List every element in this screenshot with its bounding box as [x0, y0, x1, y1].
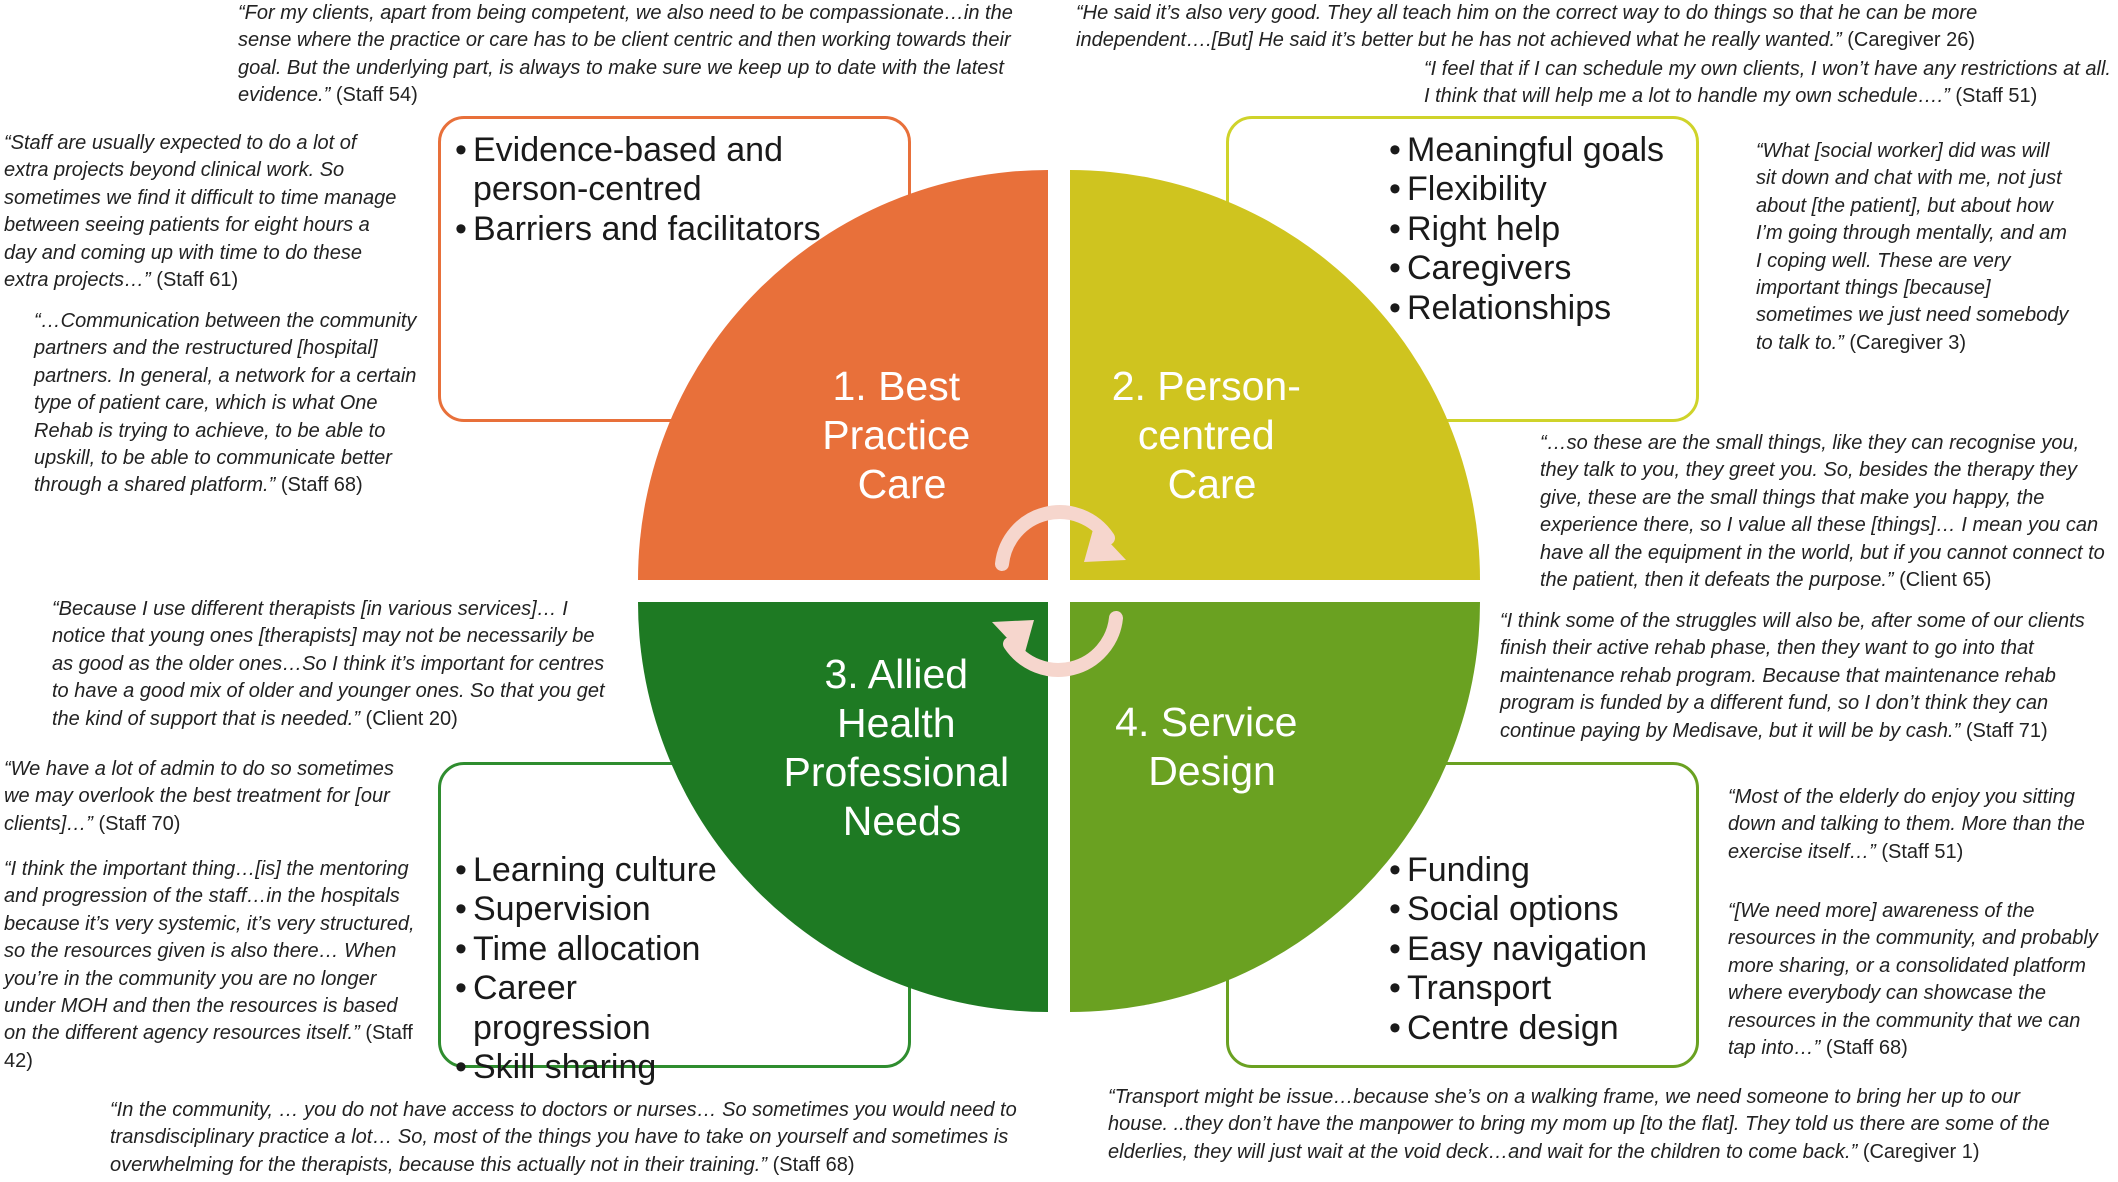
quote-staff-68-community: “In the community, … you do not have acc… [110, 1097, 1060, 1179]
quote-attribution: (Staff 68) [1825, 1036, 1908, 1059]
person-centred-list: Meaningful goals Flexibility Right help … [1389, 131, 1689, 328]
list-item: Right help [1389, 210, 1689, 249]
quote-text: “…so these are the small things, like th… [1540, 432, 2105, 591]
quadrant-label-service-design: 4. Service Design [1115, 699, 1309, 794]
quote-staff-42: “I think the important thing…[is] the me… [4, 856, 424, 1075]
quote-text: “In the community, … you do not have acc… [110, 1099, 1017, 1176]
list-item: Time allocation [455, 930, 755, 969]
quote-caregiver-3: “What [social worker] did was will sit d… [1756, 138, 2070, 357]
list-item: Learning culture [455, 851, 755, 890]
list-item: Meaningful goals [1389, 131, 1689, 170]
quote-text: “Staff are usually expected to do a lot … [4, 132, 397, 291]
list-item: Skill sharing [455, 1048, 755, 1087]
list-item: Easy navigation [1389, 930, 1689, 969]
quote-attribution: (Staff 42) [4, 1022, 413, 1072]
quote-attribution: (Client 65) [1899, 568, 1992, 591]
list-item: Supervision [455, 890, 755, 929]
quote-attribution: (Staff 54) [335, 84, 418, 107]
list-item: Relationships [1389, 289, 1689, 328]
list-item: Evidence-based and person-centred [455, 131, 895, 210]
cycle-arrows-icon [992, 505, 1126, 677]
quote-attribution: (Staff 51) [1955, 85, 2038, 108]
quote-text: “I think the important thing…[is] the me… [4, 858, 415, 1045]
quadrant-label-best-practice: 1. Best Practice Care [822, 363, 982, 507]
quote-staff-68-resources: “[We need more] awareness of the resourc… [1728, 898, 2108, 1062]
quote-caregiver-1: “Transport might be issue…because she’s … [1108, 1084, 2068, 1166]
quote-text: “I think some of the struggles will also… [1500, 610, 2085, 742]
quote-attribution: (Caregiver 3) [1849, 331, 1967, 354]
list-item: Barriers and facilitators [455, 210, 895, 249]
quote-attribution: (Caregiver 26) [1847, 29, 1976, 52]
quote-caregiver-26: “He said it’s also very good. They all t… [1076, 0, 2006, 55]
quote-text: “…Communication between the community pa… [34, 310, 417, 497]
list-item: Career progression [455, 969, 755, 1048]
quote-text: “He said it’s also very good. They all t… [1076, 2, 1978, 52]
quote-attribution: (Staff 68) [280, 474, 363, 497]
list-item: Social options [1389, 890, 1689, 929]
list-item: Centre design [1389, 1009, 1689, 1048]
quote-attribution: (Staff 68) [772, 1153, 855, 1176]
quote-text: “What [social worker] did was will sit d… [1756, 140, 2069, 354]
quote-attribution: (Caregiver 1) [1862, 1140, 1980, 1163]
quadrant-allied-health [638, 602, 1048, 1012]
quote-attribution: (Staff 51) [1881, 840, 1964, 863]
quote-staff-61: “Staff are usually expected to do a lot … [4, 130, 404, 294]
quote-attribution: (Staff 61) [156, 268, 239, 291]
quote-text: “I feel that if I can schedule my own cl… [1424, 58, 2111, 108]
quadrant-best-practice [638, 170, 1048, 580]
quote-text: “Most of the elderly do enjoy you sittin… [1728, 786, 2085, 863]
quote-text: “Because I use different therapists [in … [52, 598, 605, 730]
best-practice-list: Evidence-based and person-centred Barrie… [455, 131, 895, 249]
quote-attribution: (Staff 71) [1965, 719, 2048, 742]
quote-staff-54: “For my clients, apart from being compet… [238, 0, 1038, 110]
list-item: Transport [1389, 969, 1689, 1008]
quadrant-person-centred [1070, 170, 1480, 580]
quote-client-20: “Because I use different therapists [in … [52, 596, 612, 733]
quote-text: “For my clients, apart from being compet… [238, 2, 1013, 107]
quote-attribution: (Staff 70) [98, 812, 181, 835]
quadrant-service-design [1070, 602, 1480, 1012]
quote-client-65: “…so these are the small things, like th… [1540, 430, 2116, 594]
service-design-list: Funding Social options Easy navigation T… [1389, 851, 1689, 1048]
quadrant-label-person-centred: 2. Person- centred Care [1112, 363, 1313, 507]
quote-text: “[We need more] awareness of the resourc… [1728, 900, 2098, 1059]
quote-staff-70: “We have a lot of admin to do so sometim… [4, 756, 418, 838]
quote-attribution: (Client 20) [365, 707, 458, 730]
list-item: Funding [1389, 851, 1689, 890]
allied-health-list: Learning culture Supervision Time alloca… [455, 851, 755, 1088]
list-item: Caregivers [1389, 249, 1689, 288]
quote-text: “We have a lot of admin to do so sometim… [4, 758, 394, 835]
quote-staff-51-elderly: “Most of the elderly do enjoy you sittin… [1728, 784, 2088, 866]
list-item: Flexibility [1389, 170, 1689, 209]
quote-staff-68-communication: “…Communication between the community pa… [34, 308, 426, 500]
quote-staff-51-schedule: “I feel that if I can schedule my own cl… [1424, 56, 2114, 111]
quadrant-label-allied-health: 3. Allied Health Professional Needs [783, 651, 1020, 844]
quote-staff-71: “I think some of the struggles will also… [1500, 608, 2110, 745]
quote-text: “Transport might be issue…because she’s … [1108, 1086, 2050, 1163]
